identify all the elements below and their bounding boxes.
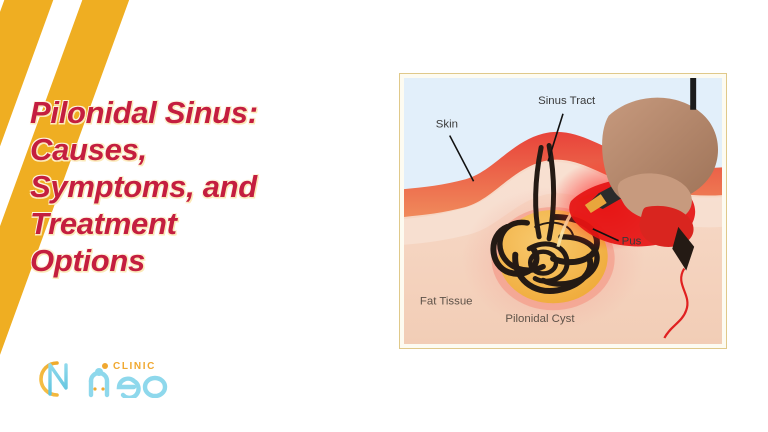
title-line-2: Causes, [30, 132, 147, 167]
title-line-1: Pilonidal Sinus: [30, 95, 258, 130]
logo-person-head-icon [95, 368, 103, 376]
label-skin: Skin [436, 119, 458, 131]
label-fat-tissue: Fat Tissue [420, 295, 473, 307]
stripe-1 [0, 0, 15, 432]
sinus-tract-leader-line [547, 113, 564, 162]
label-pus: Pus [622, 236, 642, 248]
logo-neo-text [88, 368, 168, 398]
title-line-3: Symptoms, and [30, 169, 257, 204]
label-pilonidal-cyst: Pilonidal Cyst [505, 313, 575, 325]
pus-leader-line [592, 228, 619, 242]
skin-leader-line [449, 135, 475, 182]
title-line-4: Treatment [30, 206, 177, 241]
clinic-neo-logo[interactable]: CLINIC [33, 358, 172, 400]
illustration-frame: Skin Sinus Tract Pus Fat Tissue Pilonida… [399, 73, 727, 349]
pilonidal-cyst-anatomy-diagram: Skin Sinus Tract Pus Fat Tissue Pilonida… [404, 78, 722, 344]
logo-wordmark: CLINIC [86, 359, 172, 399]
title-line-5: Options [30, 243, 145, 278]
label-sinus-tract: Sinus Tract [538, 95, 596, 107]
cn-monogram-icon [39, 361, 68, 397]
page-title: Pilonidal Sinus: Causes, Symptoms, and T… [30, 94, 382, 279]
